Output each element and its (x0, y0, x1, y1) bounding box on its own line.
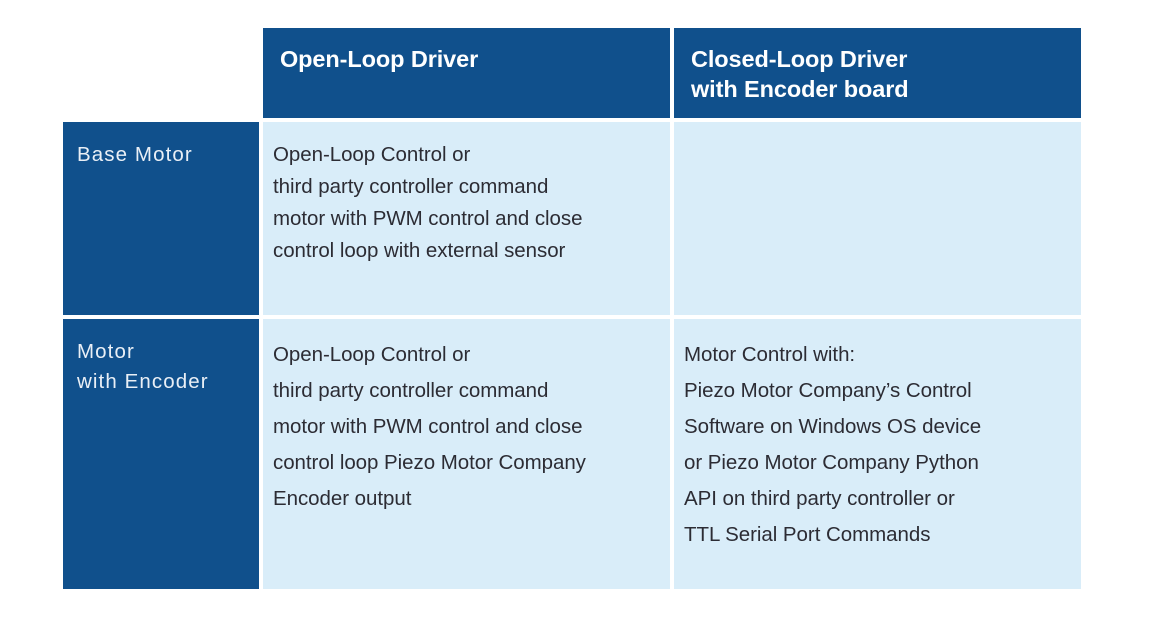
column-header-closed-loop-driver: Closed-Loop Driver with Encoder board (674, 28, 1081, 118)
cell-motor-with-encoder-closed-loop-driver: Motor Control with: Piezo Motor Company’… (674, 319, 1081, 589)
cell-base-motor-open-loop-driver: Open-Loop Control or third party control… (263, 122, 670, 315)
comparison-matrix: Open-Loop Driver Closed-Loop Driver with… (63, 28, 1081, 591)
row-header-base-motor: Base Motor (63, 122, 259, 315)
row-header-motor-with-encoder: Motor with Encoder (63, 319, 259, 589)
matrix-corner-cell (63, 28, 259, 118)
cell-base-motor-closed-loop-driver (674, 122, 1081, 315)
cell-motor-with-encoder-open-loop-driver: Open-Loop Control or third party control… (263, 319, 670, 589)
column-header-open-loop-driver: Open-Loop Driver (263, 28, 670, 118)
